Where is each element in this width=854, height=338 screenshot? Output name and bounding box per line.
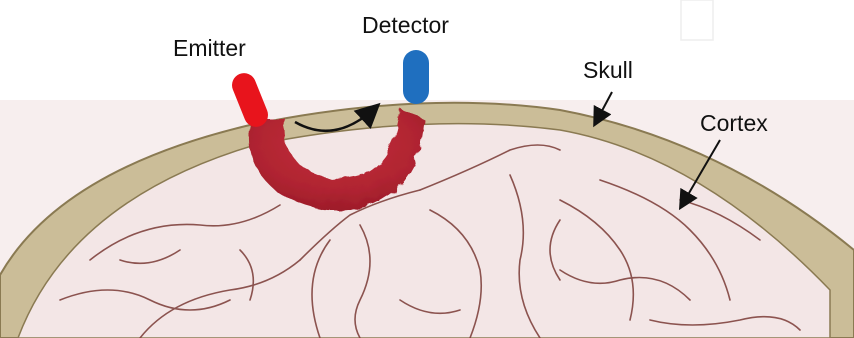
detector-probe-icon <box>403 50 429 104</box>
skull-label: Skull <box>583 59 633 82</box>
cortex-label: Cortex <box>700 112 768 135</box>
detector-label: Detector <box>362 14 449 37</box>
emitter-label: Emitter <box>173 37 246 60</box>
